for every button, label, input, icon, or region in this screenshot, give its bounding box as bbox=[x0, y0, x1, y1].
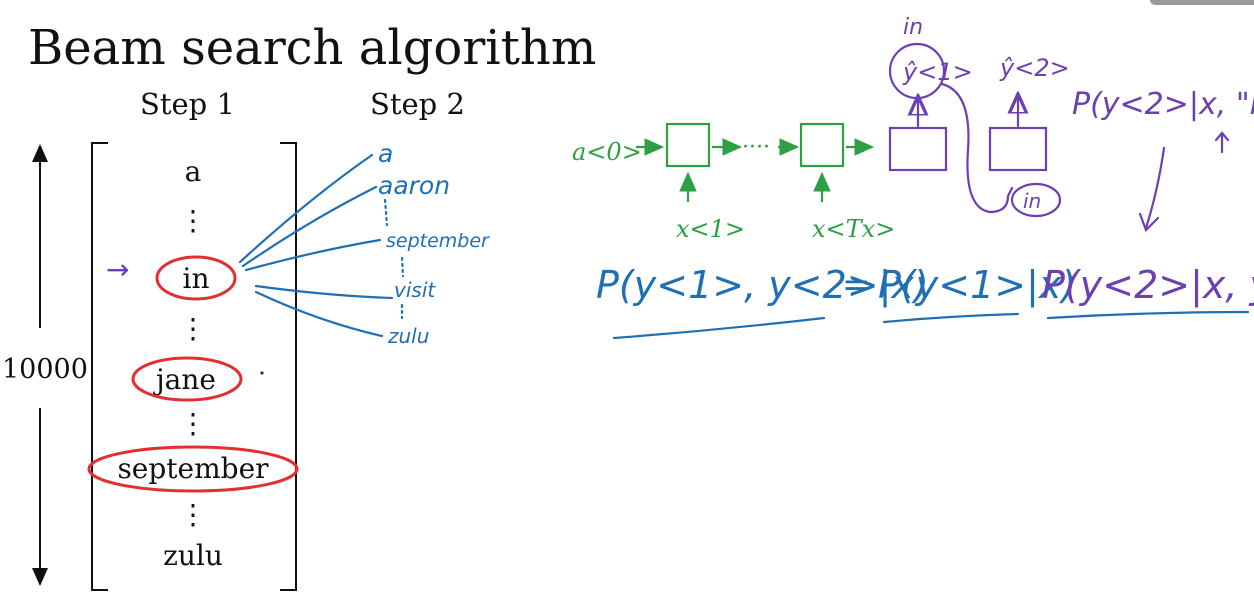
window-corner-tab bbox=[1150, 0, 1254, 5]
step2-word-september: september bbox=[386, 230, 490, 252]
xTx-label: x<Tx> bbox=[812, 215, 895, 243]
equation-lhs-underline bbox=[612, 316, 826, 340]
vocab-dots: ⋮ bbox=[179, 407, 207, 440]
step2-fanout-lines bbox=[238, 153, 405, 338]
prob-pointer-arrow-icon bbox=[1214, 131, 1230, 154]
encoder-cell-tx bbox=[799, 122, 845, 168]
vocab-dots: ⋮ bbox=[179, 204, 207, 237]
step1-label: Step 1 bbox=[140, 87, 235, 121]
step2-word-a: a bbox=[378, 139, 393, 168]
step2-word-zulu: zulu bbox=[387, 324, 429, 348]
rnn-encoder: a<0> ···· x<1> x<Tx> bbox=[572, 122, 895, 243]
prob-step2-label: P(y<2>|x, "in") bbox=[1072, 87, 1254, 122]
yhat1-circle bbox=[888, 42, 946, 100]
vocab-word-in: in bbox=[183, 262, 210, 295]
vocab-right-bracket bbox=[280, 142, 297, 591]
vocab-word-september: september bbox=[117, 452, 269, 485]
pointer-arrow-icon: → bbox=[106, 253, 129, 286]
a0-label: a<0> bbox=[572, 138, 642, 166]
equation-term1: P(y<1>|x) bbox=[878, 263, 1076, 308]
rnn-decoder: ŷ<1> in ŷ<2> in bbox=[888, 15, 1070, 218]
vocab-size-label: 10000 bbox=[2, 354, 88, 385]
encoder-ellipsis: ···· bbox=[742, 135, 770, 160]
in-bottom-circle bbox=[1010, 182, 1062, 218]
vocab-word-zulu: zulu bbox=[163, 539, 223, 572]
beam-circle-september bbox=[87, 445, 299, 493]
prob-down-arrow-icon bbox=[1138, 146, 1166, 232]
decoder-cell-1 bbox=[888, 126, 948, 172]
vocab-word-jane: jane bbox=[153, 363, 216, 396]
equation-term2-underline bbox=[1046, 310, 1250, 320]
beam-circle-in bbox=[155, 255, 237, 301]
equation-equals: = bbox=[842, 265, 871, 305]
equation-term1-underline bbox=[882, 312, 1020, 324]
step2-word-aaron: aaron bbox=[378, 171, 450, 200]
encoder-cell-1 bbox=[665, 122, 711, 168]
vocab-left-bracket bbox=[91, 142, 108, 591]
yhat2-label: ŷ<2> bbox=[999, 54, 1070, 82]
in-bottom-label: in bbox=[1023, 189, 1041, 213]
step2-word-visit: visit bbox=[394, 278, 436, 302]
equation-term2: P(y<2>|x, y<1>) bbox=[1042, 263, 1254, 308]
vocab-word-a: a bbox=[185, 155, 202, 188]
slide-title: Beam search algorithm bbox=[28, 20, 596, 76]
vocab-dots: ⋮ bbox=[179, 312, 207, 345]
stray-dot bbox=[260, 371, 264, 375]
in-top-label: in bbox=[903, 15, 923, 40]
step2-label: Step 2 bbox=[370, 87, 465, 121]
equation-lhs: P(y<1>, y<2>|x) bbox=[596, 263, 929, 308]
feedback-arrow bbox=[940, 82, 1014, 214]
decoder-cell-2 bbox=[988, 126, 1048, 172]
beam-circle-jane bbox=[131, 356, 243, 402]
yhat1-label: ŷ<1> bbox=[902, 58, 973, 86]
joint-probability-equation: P(y<1>, y<2>|x) = P(y<1>|x) P(y<2>|x, y<… bbox=[596, 263, 1254, 340]
vocab-dots: ⋮ bbox=[179, 498, 207, 531]
x1-label: x<1> bbox=[676, 215, 745, 243]
